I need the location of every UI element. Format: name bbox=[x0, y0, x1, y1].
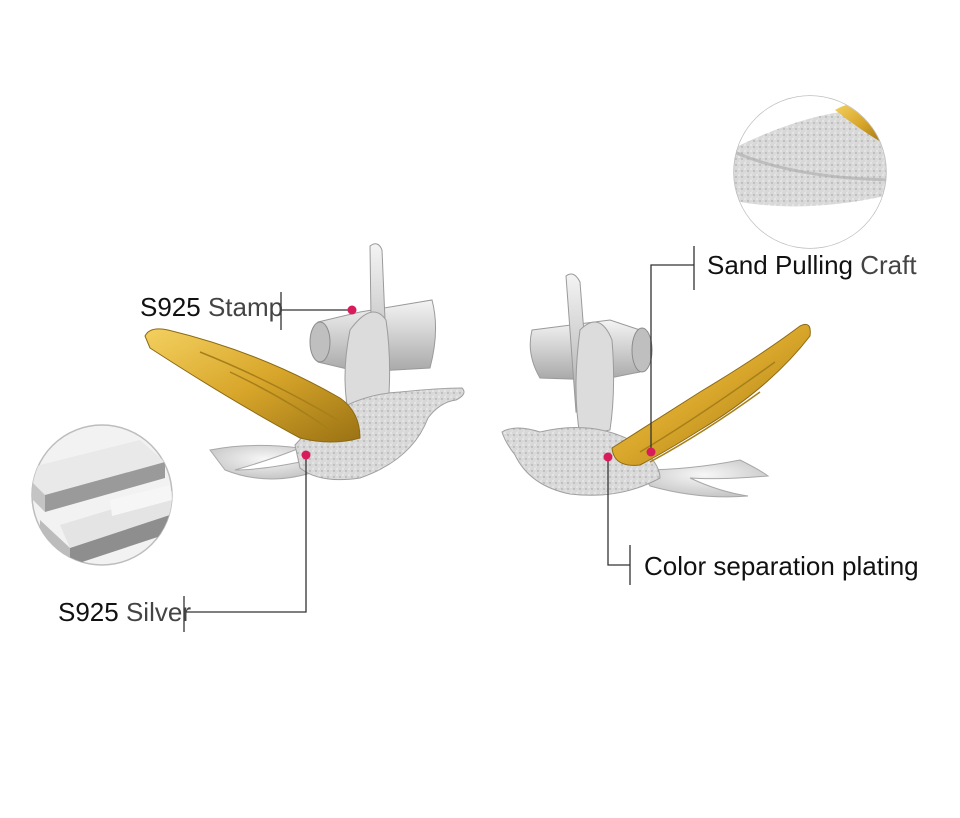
sand-texture-zoom bbox=[733, 95, 887, 249]
color-marker bbox=[603, 452, 613, 462]
label-sand-strong: Sand Pulling bbox=[707, 250, 853, 280]
color-leader-line bbox=[607, 457, 630, 566]
right-earring bbox=[501, 273, 811, 498]
silver-bars-zoom bbox=[31, 424, 173, 566]
callout-markers bbox=[301, 305, 656, 462]
label-s925-silver: S925 Silver bbox=[58, 597, 191, 627]
silver-leader-line bbox=[184, 455, 307, 613]
stamp-marker bbox=[347, 305, 357, 315]
sand-marker bbox=[646, 447, 656, 457]
label-silver-strong: S925 bbox=[58, 597, 119, 627]
callout-lines bbox=[183, 246, 695, 632]
sand-leader-line bbox=[650, 264, 694, 452]
label-stamp-light: Stamp bbox=[207, 292, 284, 322]
label-sand-light: Craft bbox=[860, 250, 917, 280]
label-sand-pulling-craft: Sand Pulling Craft bbox=[707, 250, 917, 280]
silver-marker bbox=[301, 450, 311, 460]
label-color-strong: Color separation plating bbox=[644, 551, 919, 581]
label-stamp-strong: S925 bbox=[140, 292, 201, 322]
label-color-separation-plating: Color separation plating bbox=[644, 551, 919, 581]
left-earring bbox=[144, 243, 465, 481]
label-silver-light: Silver bbox=[125, 597, 191, 627]
label-s925-stamp: S925 Stamp bbox=[140, 292, 283, 322]
